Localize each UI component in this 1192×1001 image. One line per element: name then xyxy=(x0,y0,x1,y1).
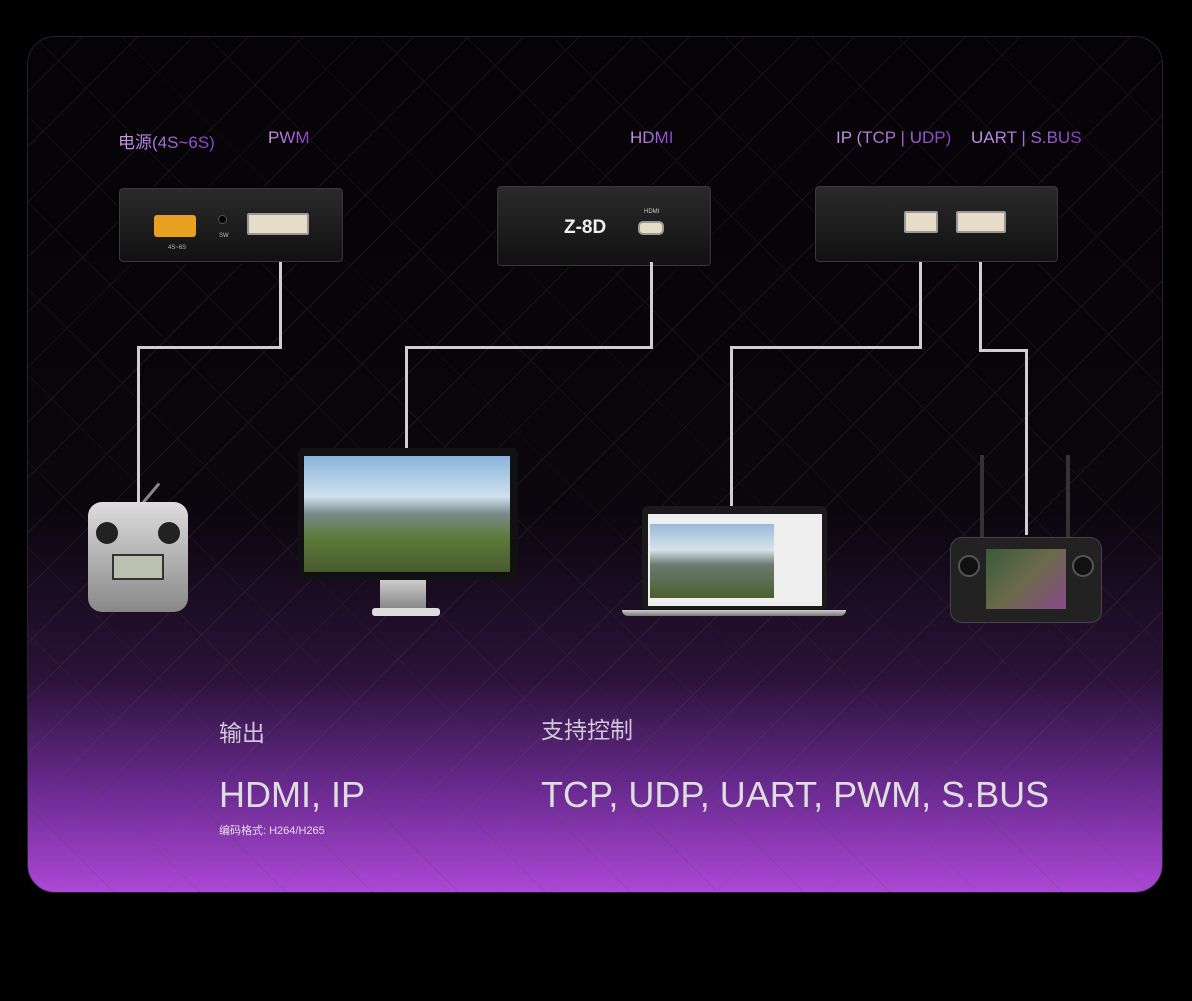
power-label: 电源(4S~6S) xyxy=(118,128,215,153)
device-power-side: 4S~6S SW xyxy=(119,188,343,262)
line-uart xyxy=(979,262,982,352)
xt60-power-port xyxy=(154,215,196,237)
power-port-text: 4S~6S xyxy=(168,245,187,251)
line-pwm xyxy=(137,346,282,349)
line-pwm xyxy=(279,262,282,349)
ip-label: IP (TCP | UDP) xyxy=(836,128,952,147)
ground-control-station-image xyxy=(950,455,1102,623)
rc-transmitter-image xyxy=(88,480,188,612)
line-pwm xyxy=(137,346,140,506)
pwm-port xyxy=(247,213,309,235)
device-ip-uart-side xyxy=(815,186,1058,262)
monitor-image xyxy=(298,448,518,618)
line-uart xyxy=(1025,349,1028,535)
line-ip xyxy=(919,262,922,349)
uart-port xyxy=(956,211,1006,233)
hdmi-label: HDMI xyxy=(630,128,674,147)
encoding-note: 编码格式: H264/H265 xyxy=(219,825,325,837)
line-hdmi xyxy=(650,262,653,349)
line-ip xyxy=(730,346,922,349)
hdmi-port-text: HDMI xyxy=(644,209,660,215)
line-ip xyxy=(730,346,733,506)
line-hdmi xyxy=(405,346,653,349)
control-heading: 支持控制 xyxy=(541,717,633,743)
ip-port xyxy=(904,211,938,233)
control-value: TCP, UDP, UART, PWM, S.BUS xyxy=(541,774,1050,815)
model-name: Z-8D xyxy=(564,217,607,238)
line-uart xyxy=(979,349,1028,352)
hdmi-port xyxy=(638,221,664,235)
device-hdmi-side: Z-8D HDMI xyxy=(497,186,711,266)
background-pattern xyxy=(28,37,1162,892)
pwm-label: PWM xyxy=(268,128,310,147)
line-hdmi xyxy=(405,346,408,448)
output-heading: 输出 xyxy=(219,720,265,746)
uart-label: UART | S.BUS xyxy=(971,128,1082,147)
switch-text: SW xyxy=(219,233,229,239)
diagram-card xyxy=(27,36,1163,893)
laptop-image xyxy=(622,506,846,618)
switch-button xyxy=(218,215,227,224)
output-value: HDMI, IP xyxy=(219,774,366,815)
